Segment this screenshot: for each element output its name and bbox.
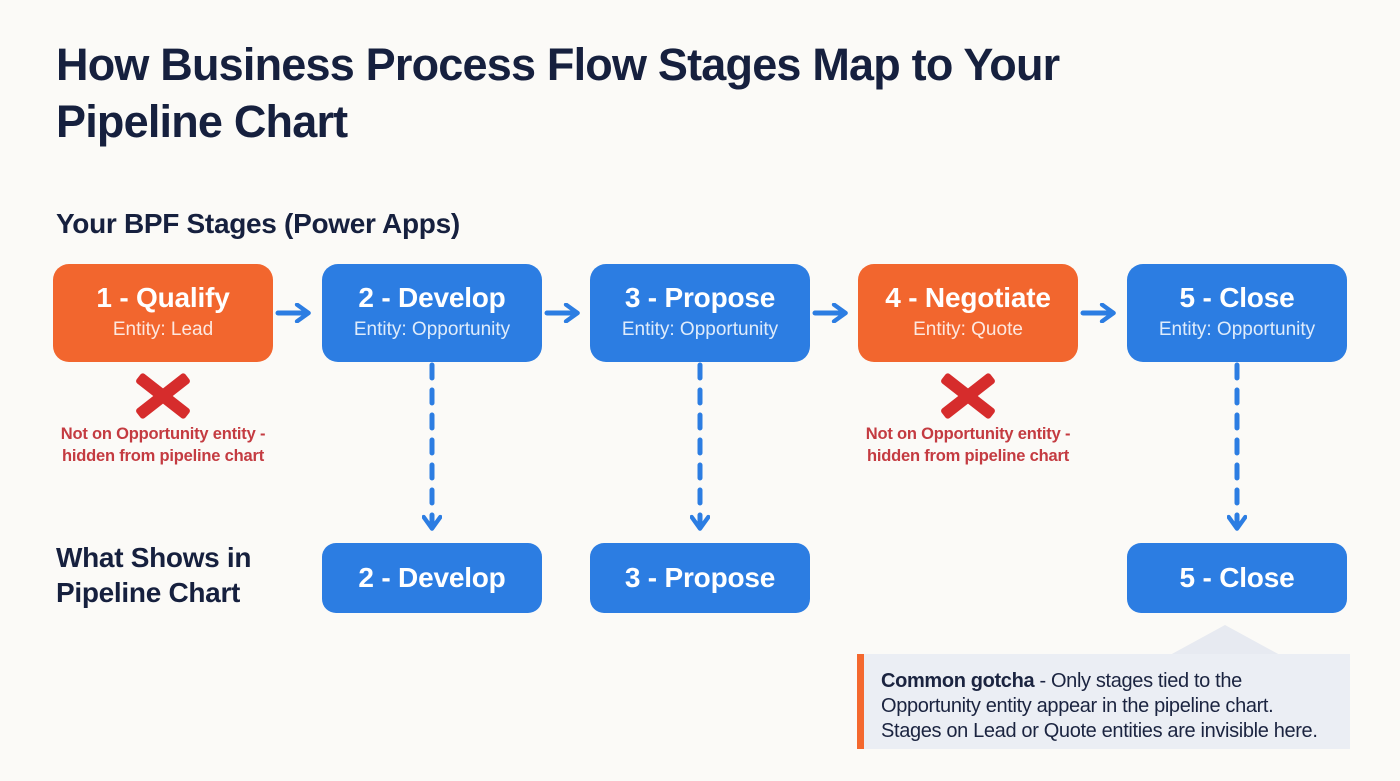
stage-box-develop: 2 - Develop Entity: Opportunity: [322, 264, 542, 362]
page-title-line2: Pipeline Chart: [56, 96, 348, 147]
stage-entity: Entity: Opportunity: [1158, 319, 1316, 340]
pipeline-chart-label: What Shows in Pipeline Chart: [56, 540, 252, 610]
callout-line1-rest: - Only stages tied to the: [1034, 670, 1242, 692]
bpf-stages-label: Your BPF Stages (Power Apps): [56, 208, 460, 239]
hidden-stage-caption: Not on Opportunity entity - hidden from p…: [818, 424, 1118, 467]
callout-line1: Common gotcha - Only stages tied to the: [881, 669, 1350, 694]
pipeline-box-close: 5 - Close: [1127, 543, 1347, 613]
hidden-caption-line2: hidden from pipeline chart: [867, 446, 1069, 465]
pipeline-box-propose: 3 - Propose: [590, 543, 810, 613]
stage-name: 4 - Negotiate: [885, 282, 1051, 313]
stage-name: 3 - Propose: [624, 282, 776, 313]
callout-line3: Stages on Lead or Quote entities are inv…: [881, 720, 1318, 742]
pipeline-label-line2: Pipeline Chart: [56, 577, 241, 608]
stage-name: 2 - Develop: [358, 282, 506, 313]
hidden-stage-caption: Not on Opportunity entity - hidden from p…: [13, 424, 313, 467]
hidden-caption-line2: hidden from pipeline chart: [62, 446, 264, 465]
callout-bold-label: Common gotcha: [881, 670, 1035, 692]
stage-entity: Entity: Opportunity: [621, 319, 779, 340]
stage-box-propose: 3 - Propose Entity: Opportunity: [590, 264, 810, 362]
stage-name: 5 - Close: [1179, 282, 1295, 313]
callout-line2: Opportunity entity appear in the pipelin…: [881, 695, 1274, 717]
stage-entity: Entity: Quote: [913, 319, 1023, 340]
page-title: How Business Process Flow Stages Map to …: [56, 36, 1060, 150]
stage-entity: Entity: Lead: [112, 319, 214, 340]
gotcha-callout: Common gotcha - Only stages tied to the …: [857, 654, 1350, 749]
page-title-line1: How Business Process Flow Stages Map to …: [56, 39, 1060, 90]
hidden-caption-line1: Not on Opportunity entity -: [865, 425, 1071, 443]
stage-box-negotiate: 4 - Negotiate Entity: Quote: [858, 264, 1078, 362]
stage-entity: Entity: Opportunity: [353, 319, 511, 340]
pipeline-box-develop: 2 - Develop: [322, 543, 542, 613]
x-mark-icon: [134, 372, 192, 420]
stage-name: 1 - Qualify: [96, 282, 230, 313]
stage-box-close: 5 - Close Entity: Opportunity: [1127, 264, 1347, 362]
callout-pointer-icon: [1170, 625, 1280, 655]
hidden-caption-line1: Not on Opportunity entity -: [60, 425, 266, 443]
stage-box-qualify: 1 - Qualify Entity: Lead: [53, 264, 273, 362]
x-mark-icon: [939, 372, 997, 420]
pipeline-label-line1: What Shows in: [56, 542, 252, 573]
